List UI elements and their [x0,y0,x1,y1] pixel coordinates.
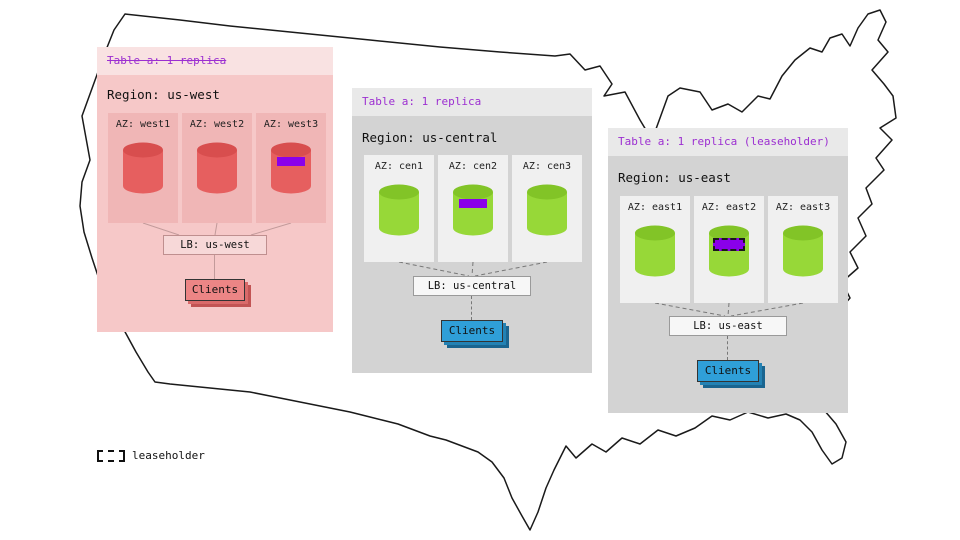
region-title: Region: us-east [618,170,731,185]
database-cylinder-icon [271,142,311,194]
replica-marker [459,199,487,208]
az-label: AZ: cen2 [448,161,498,172]
replica-marker [277,157,305,166]
az-box-cen2: AZ: cen2 [438,155,508,262]
az-box-east2: AZ: east2 [694,196,764,303]
az-to-lb-connectors [654,303,804,316]
table-label: Table a: 1 replica [362,95,482,108]
region-card-us-west: Table a: 1 replica Region: us-west AZ: w… [97,47,333,332]
az-label: AZ: east2 [701,202,757,213]
table-label: Table a: 1 replica (leaseholder) [618,135,830,148]
az-box-east3: AZ: east3 [768,196,838,303]
clients-box: Clients [697,360,759,382]
load-balancer: LB: us-central [413,276,531,296]
az-box-cen3: AZ: cen3 [512,155,582,262]
leaseholder-swatch-icon [97,449,125,462]
az-box-east1: AZ: east1 [620,196,690,303]
table-label: Table a: 1 replica [107,54,227,67]
load-balancer: LB: us-west [163,235,267,255]
az-label: AZ: west1 [115,119,171,130]
database-cylinder-icon [709,225,749,277]
table-label-bar: Table a: 1 replica [352,88,592,116]
load-balancer: LB: us-east [669,316,787,336]
database-cylinder-icon [527,184,567,236]
lb-to-clients-connector [471,296,472,320]
legend: leaseholder [97,449,205,462]
region-card-us-east: Table a: 1 replica (leaseholder) Region:… [608,128,848,413]
az-box-west1: AZ: west1 [108,113,178,223]
region-card-us-central: Table a: 1 replica Region: us-central AZ… [352,88,592,373]
az-label: AZ: cen3 [522,161,572,172]
az-label: AZ: east3 [775,202,831,213]
region-title: Region: us-west [107,87,220,102]
az-to-lb-connectors [142,223,292,235]
table-label-bar: Table a: 1 replica [97,47,333,75]
leaseholder-replica-marker [713,238,745,251]
database-cylinder-icon [783,225,823,277]
az-label: AZ: west2 [189,119,245,130]
az-box-west3: AZ: west3 [256,113,326,223]
az-label: AZ: cen1 [374,161,424,172]
clients-box: Clients [185,279,245,301]
region-title: Region: us-central [362,130,498,145]
database-cylinder-icon [635,225,675,277]
table-label-bar: Table a: 1 replica (leaseholder) [608,128,848,156]
lb-to-clients-connector [214,255,215,279]
az-label: AZ: west3 [263,119,319,130]
legend-label: leaseholder [132,449,205,462]
clients-box: Clients [441,320,503,342]
az-box-west2: AZ: west2 [182,113,252,223]
database-cylinder-icon [197,142,237,194]
database-cylinder-icon [453,184,493,236]
lb-to-clients-connector [727,336,728,360]
az-to-lb-connectors [398,262,548,276]
az-box-cen1: AZ: cen1 [364,155,434,262]
database-cylinder-icon [379,184,419,236]
az-label: AZ: east1 [627,202,683,213]
database-cylinder-icon [123,142,163,194]
